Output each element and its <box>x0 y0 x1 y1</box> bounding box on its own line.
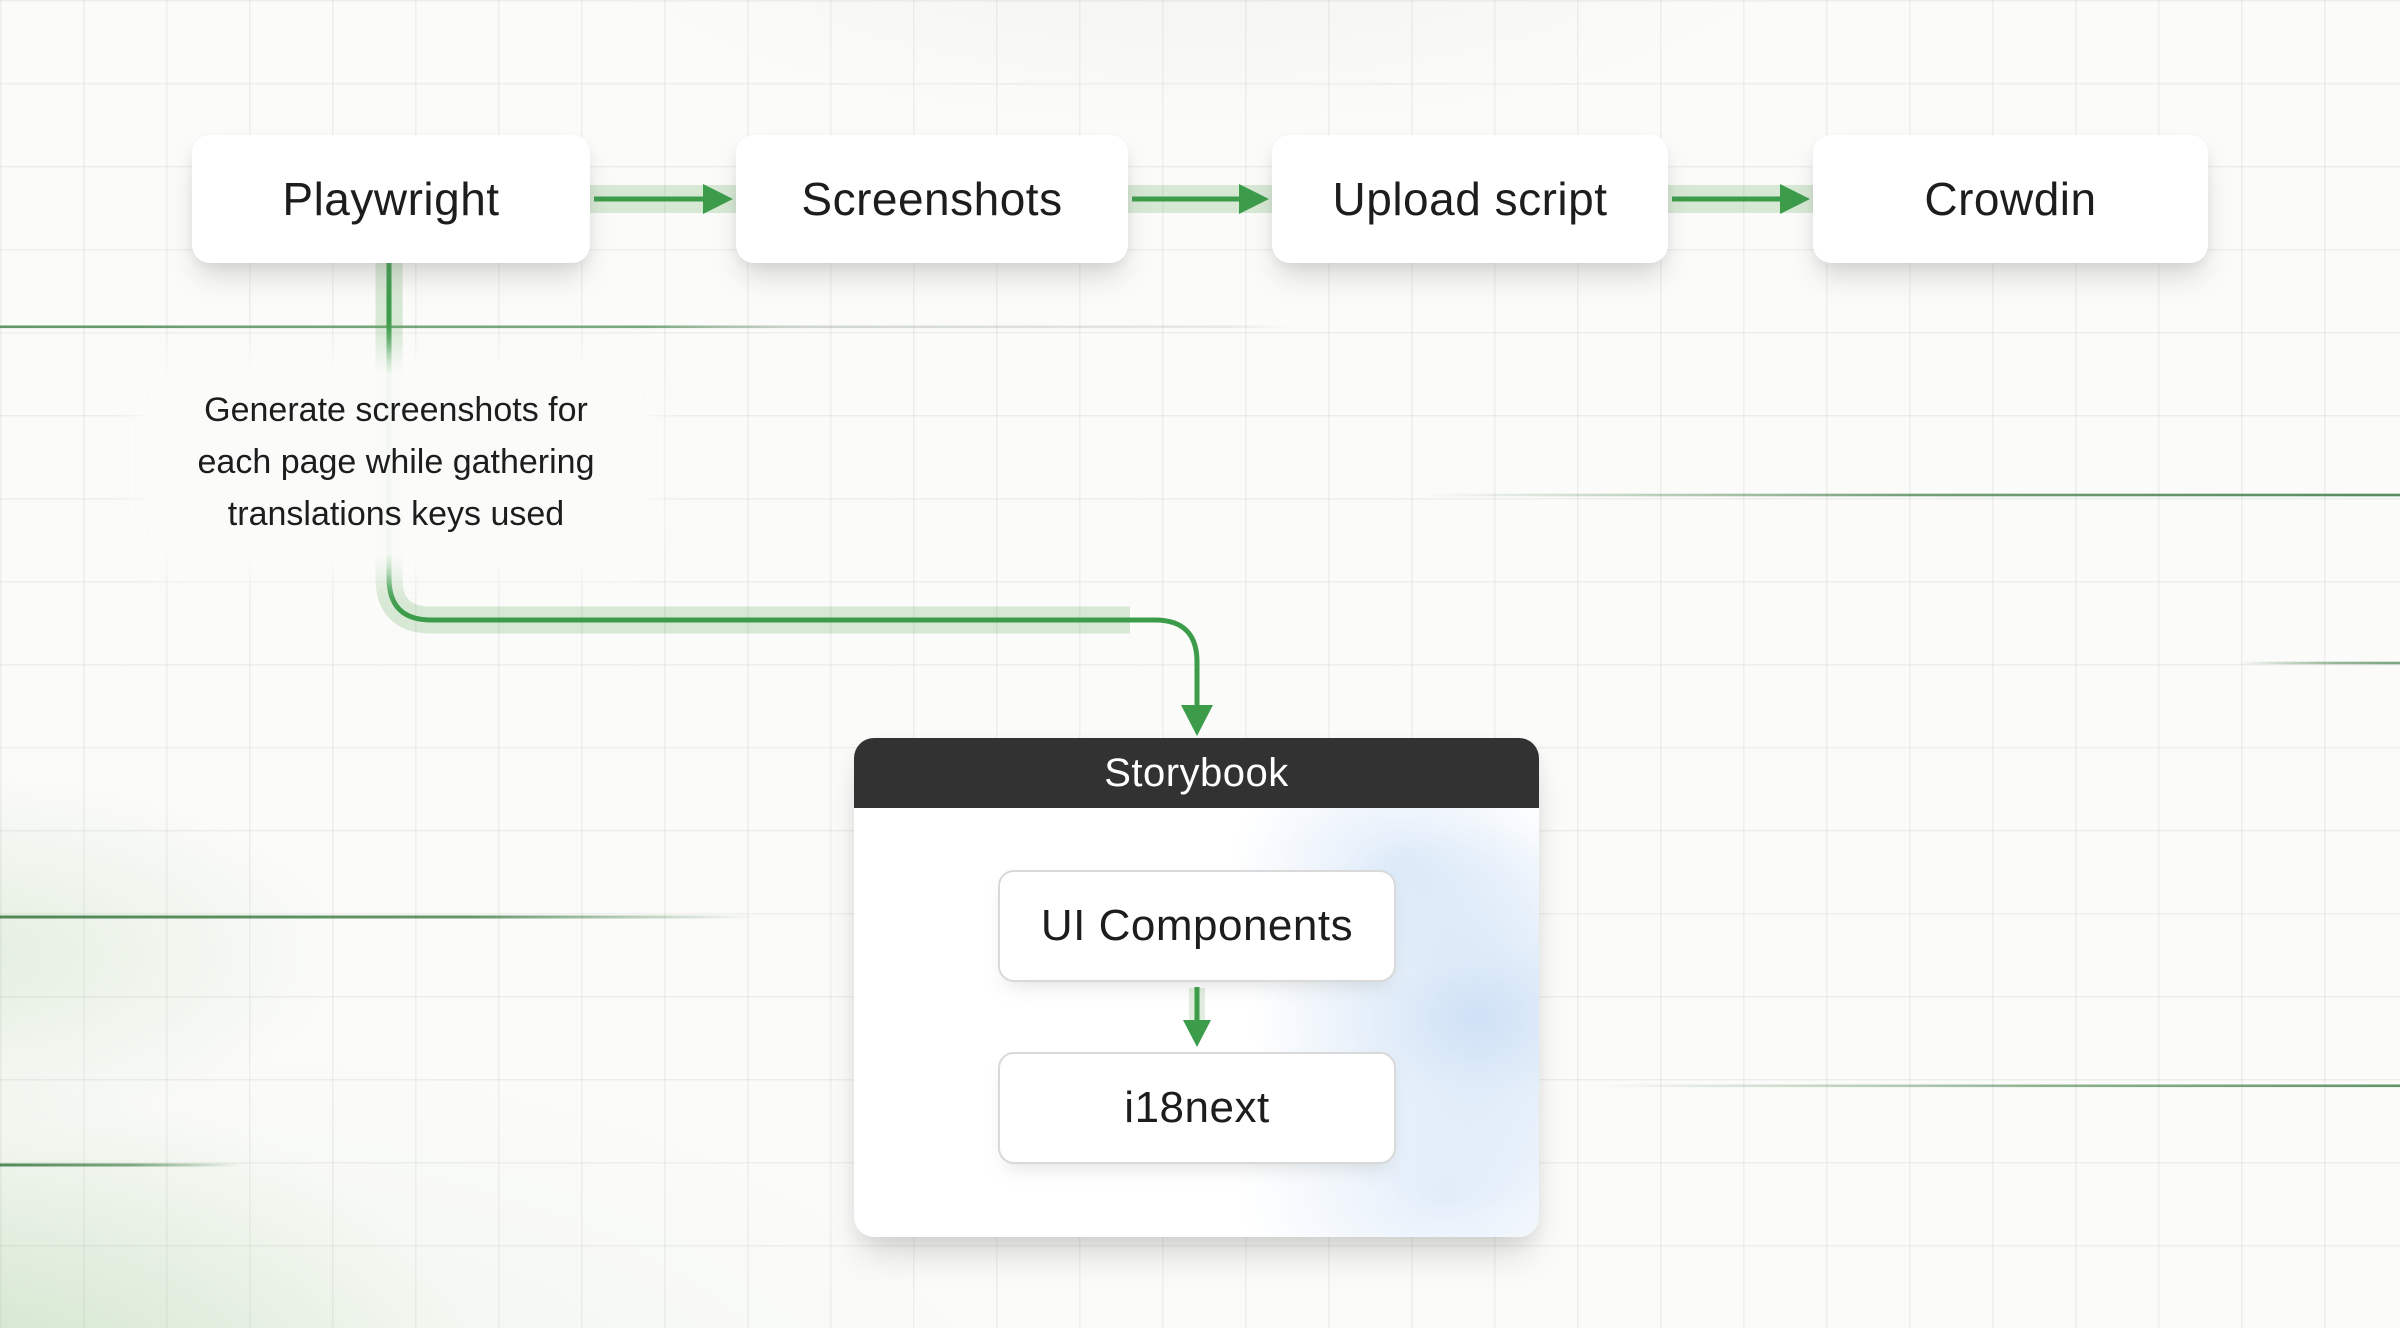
node-screenshots: Screenshots <box>736 135 1128 263</box>
node-crowdin: Crowdin <box>1813 135 2208 263</box>
node-label: Upload script <box>1332 173 1608 225</box>
node-label: i18next <box>1124 1083 1270 1132</box>
node-label: Playwright <box>282 173 500 225</box>
storybook-title: Storybook <box>1104 750 1289 795</box>
storybook-card-header: Storybook <box>854 738 1539 808</box>
node-label: Crowdin <box>1924 173 2097 225</box>
annotation-line: each page while gathering <box>197 443 595 481</box>
annotation-line: Generate screenshots for <box>204 391 588 429</box>
node-ui-components: UI Components <box>998 870 1396 982</box>
storybook-card: Storybook UI Components i18next <box>854 738 1539 1237</box>
annotation-line: translations keys used <box>227 495 565 533</box>
node-label: Screenshots <box>801 173 1063 225</box>
node-label: UI Components <box>1040 901 1354 950</box>
annotation-note: Generate screenshots for each page while… <box>156 372 636 556</box>
node-playwright: Playwright <box>192 135 590 263</box>
node-i18next: i18next <box>998 1052 1396 1164</box>
node-upload-script: Upload script <box>1272 135 1668 263</box>
